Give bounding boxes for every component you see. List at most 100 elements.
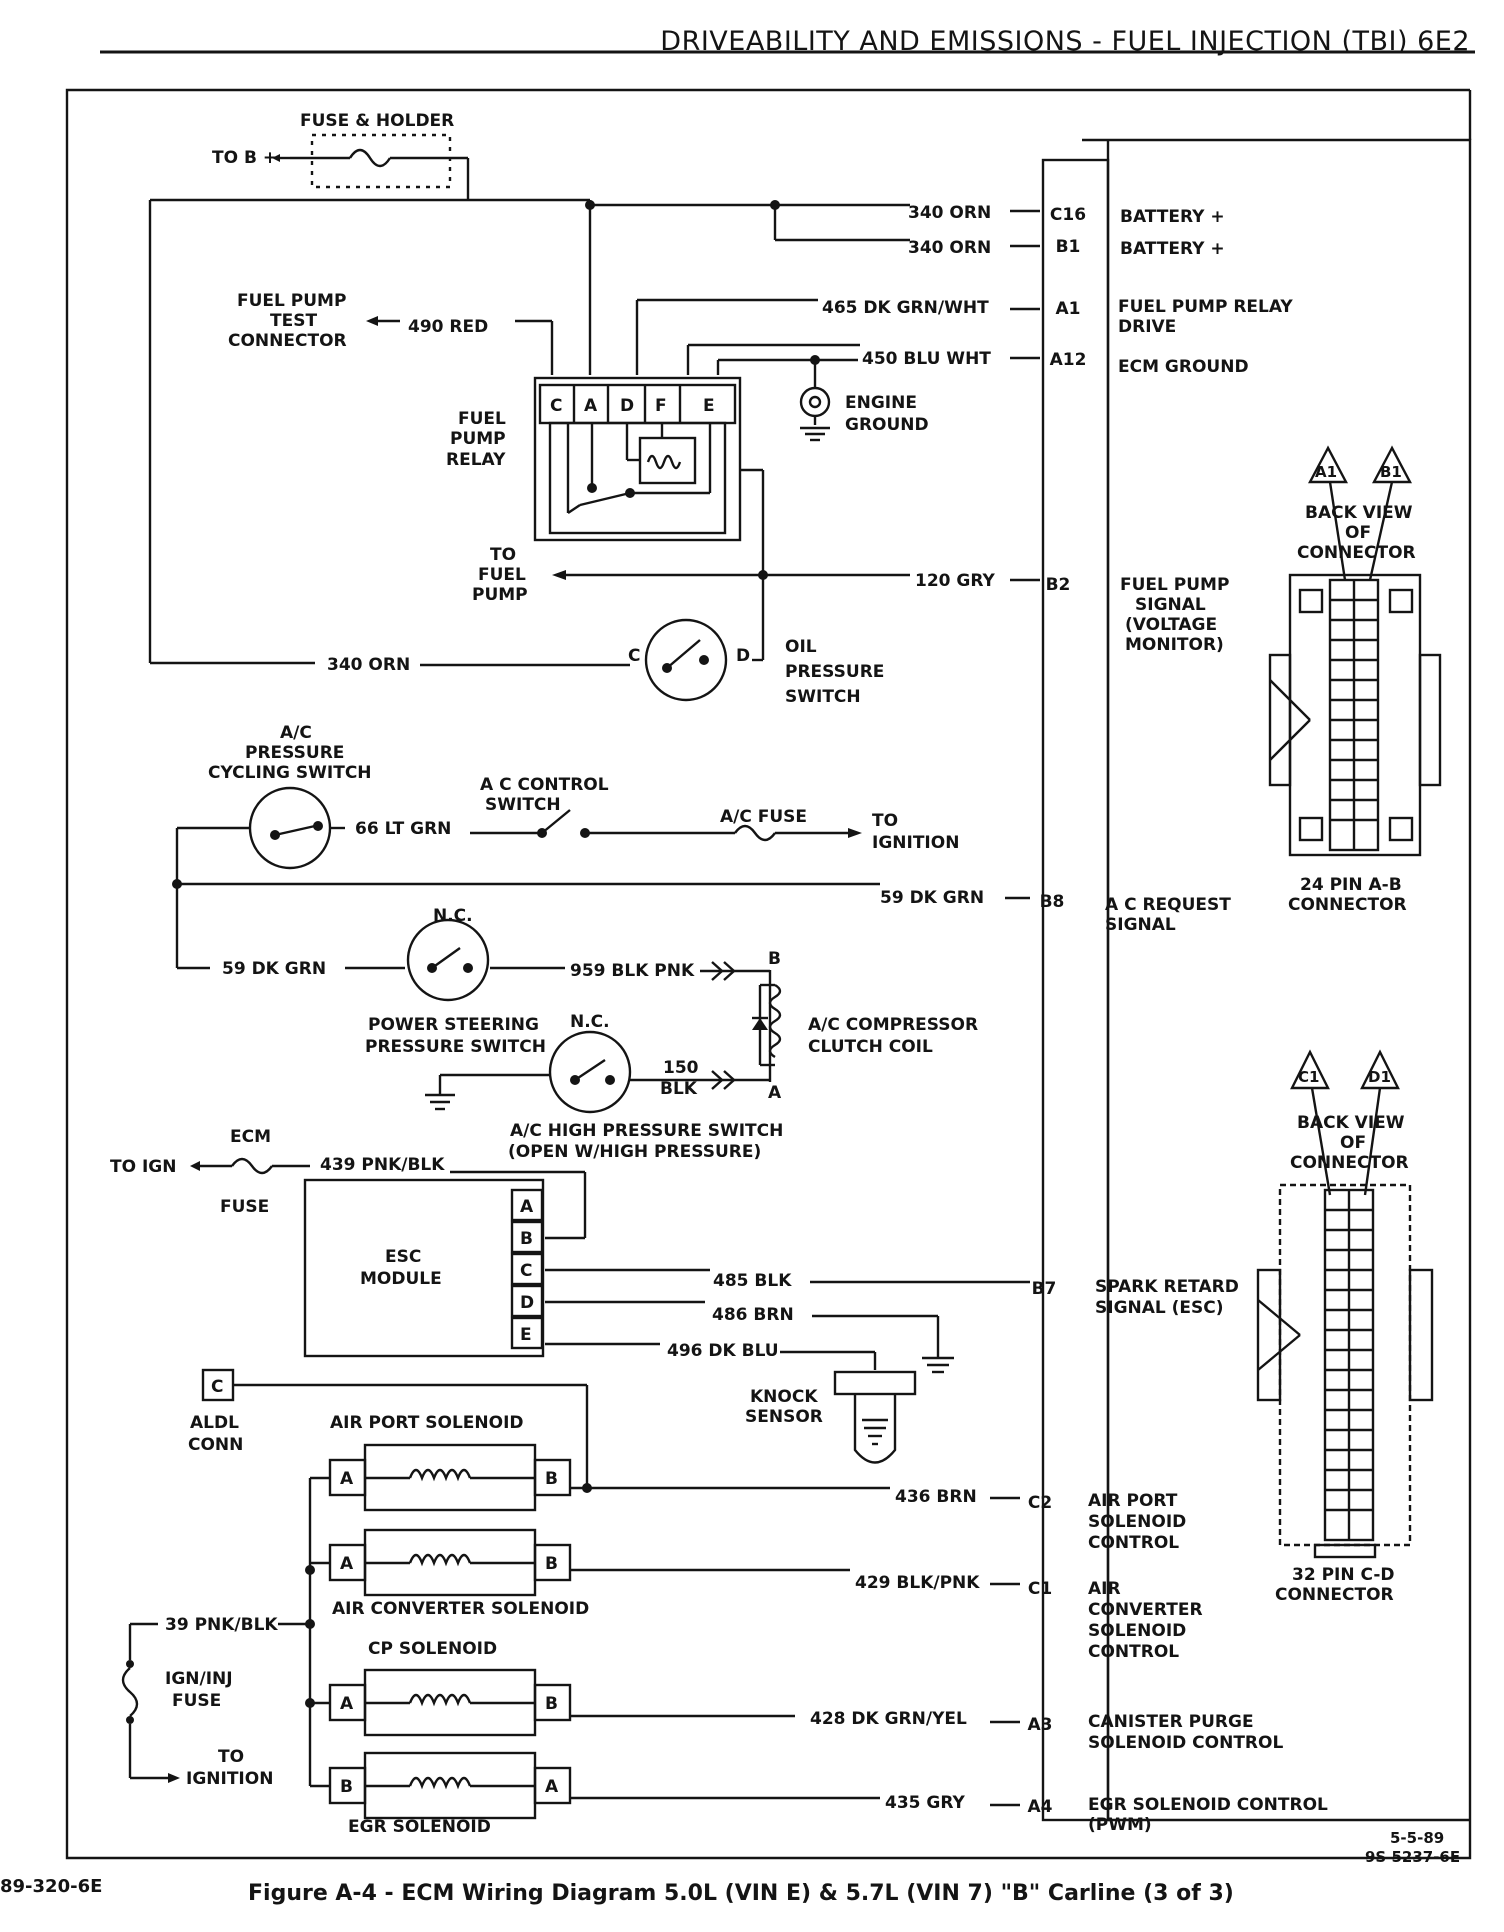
to-fuel-pump-2: FUEL <box>478 565 526 585</box>
egr-solenoid: B A EGR SOLENOID <box>328 1751 572 1837</box>
engine-ground-label-1: ENGINE <box>845 393 917 413</box>
ac-compressor-clutch: B A A/C COMPRESSOR CLUTCH COIL <box>745 949 978 1103</box>
ac-fuse-label: A/C FUSE <box>720 807 807 827</box>
connector-bottom-tri-c1: C1 <box>1298 1068 1319 1086</box>
relay-pin-c: C <box>550 396 562 416</box>
air-conv-sol-label: AIR CONVERTER SOLENOID <box>332 1599 589 1619</box>
ac-high-pressure-switch: N.C. A/C HIGH PRESSURE SWITCH (OPEN W/HI… <box>508 1012 783 1162</box>
oil-switch-label-2: PRESSURE <box>785 662 884 682</box>
ac-cycling-label-3: CYCLING SWITCH <box>208 763 372 783</box>
ps-switch-label-2: PRESSURE SWITCH <box>365 1037 546 1057</box>
connector-top-tri-b1: B1 <box>1380 463 1402 481</box>
connector-top-back-view-2: OF <box>1345 523 1371 543</box>
wire-959: 959 BLK PNK <box>570 961 695 981</box>
ac-high-label-2: (OPEN W/HIGH PRESSURE) <box>508 1142 761 1162</box>
pin-b8: B8 <box>1040 892 1065 912</box>
ecm-fuse-label-top: ECM <box>230 1127 271 1147</box>
pin-a3: A3 <box>1028 1715 1053 1735</box>
connector-bottom-back-view-2: OF <box>1340 1133 1366 1153</box>
relay-pin-d: D <box>620 396 634 416</box>
wire-490: 490 RED <box>408 317 488 337</box>
aldl-pin-c: C <box>211 1377 223 1397</box>
air-port-pin-b: B <box>545 1469 558 1489</box>
fp-test-label-2: TEST <box>270 311 317 331</box>
signal-air-port-1: AIR PORT <box>1088 1491 1178 1511</box>
wire-496: 496 DK BLU <box>667 1341 779 1361</box>
to-ign-label: TO IGN <box>110 1157 176 1177</box>
pin-c1: C1 <box>1028 1579 1052 1599</box>
to-fuel-pump-3: PUMP <box>472 585 528 605</box>
pin-a1: A1 <box>1056 299 1081 319</box>
wire-120: 120 GRY <box>915 571 996 591</box>
wire-150-blk: BLK <box>660 1079 698 1099</box>
ecm-connector-strip <box>1041 158 1110 1822</box>
compressor-pin-b: B <box>768 949 781 969</box>
wire-439: 439 PNK/BLK <box>320 1155 445 1175</box>
connector-24-pin: A1 B1 BACK VIEW OF CONNECTOR 24 PIN A-B … <box>1268 445 1442 915</box>
ac-high-label-1: A/C HIGH PRESSURE SWITCH <box>510 1121 783 1141</box>
ecm-signal-labels: BATTERY + BATTERY + FUEL PUMP RELAY DRIV… <box>1088 207 1328 1835</box>
oil-switch-pin-d: D <box>736 646 750 666</box>
figure-caption: Figure A-4 - ECM Wiring Diagram 5.0L (VI… <box>248 1881 1234 1906</box>
ac-pressure-cycling-switch: A/C PRESSURE CYCLING SWITCH <box>208 723 372 870</box>
egr-sol-label: EGR SOLENOID <box>348 1817 491 1837</box>
knock-sensor: KNOCK SENSOR <box>745 1370 917 1464</box>
signal-air-conv-3: SOLENOID <box>1088 1621 1186 1641</box>
esc-module-label-1: ESC <box>385 1247 421 1267</box>
engine-ground-label-2: GROUND <box>845 415 929 435</box>
compressor-pin-a: A <box>768 1083 782 1103</box>
ecm-pin-labels: C16 B1 A1 A12 B2 B8 B7 C2 C1 A3 A4 <box>1028 205 1087 1817</box>
air-conv-pin-b: B <box>545 1554 558 1574</box>
aldl-label-1: ALDL <box>190 1413 239 1433</box>
ps-switch-label-1: POWER STEERING <box>368 1015 539 1035</box>
relay-pin-a: A <box>584 396 598 416</box>
wire-59-b: 59 DK GRN <box>222 959 326 979</box>
air-converter-solenoid: A B AIR CONVERTER SOLENOID <box>328 1528 589 1619</box>
signal-fp-relay-2: DRIVE <box>1118 317 1176 337</box>
pin-a4: A4 <box>1028 1797 1053 1817</box>
pin-b1: B1 <box>1056 237 1081 257</box>
ecm-fuse-label-bottom: FUSE <box>220 1197 269 1217</box>
connector-bottom-back-view-3: CONNECTOR <box>1290 1153 1409 1173</box>
wire-465: 465 DK GRN/WHT <box>822 298 989 318</box>
to-fuel-pump-1: TO <box>490 545 516 565</box>
nc-label-2: N.C. <box>570 1012 610 1032</box>
knock-sensor-label-1: KNOCK <box>750 1387 818 1407</box>
fp-test-label-3: CONNECTOR <box>228 331 347 351</box>
connector-bottom-name-1: 32 PIN C-D <box>1292 1565 1395 1585</box>
egr-pin-b: B <box>340 1777 353 1797</box>
connector-bottom-back-view-1: BACK VIEW <box>1297 1113 1405 1133</box>
signal-battery-2: BATTERY + <box>1120 239 1225 259</box>
wire-436: 436 BRN <box>895 1487 977 1507</box>
to-b-plus-label: TO B + <box>212 148 277 168</box>
connector-top-name-2: CONNECTOR <box>1288 895 1407 915</box>
fp-relay-label-2: PUMP <box>450 429 506 449</box>
connector-32-pin: C1 D1 BACK VIEW OF CONNECTOR 32 PIN C-D … <box>1256 1049 1434 1605</box>
pin-c16: C16 <box>1050 205 1086 225</box>
signal-fp-signal-2: SIGNAL <box>1135 595 1206 615</box>
esc-module: ESC MODULE A B C D E <box>303 1178 545 1358</box>
egr-pin-a: A <box>545 1777 559 1797</box>
signal-air-conv-4: CONTROL <box>1088 1642 1179 1662</box>
ign-inj-fuse-label-2: FUSE <box>172 1691 221 1711</box>
signal-spark-retard-2: SIGNAL (ESC) <box>1095 1298 1224 1318</box>
connector-top-name-1: 24 PIN A-B <box>1300 875 1402 895</box>
signal-air-port-3: CONTROL <box>1088 1533 1179 1553</box>
air-port-sol-label: AIR PORT SOLENOID <box>330 1413 524 1433</box>
relay-pin-e: E <box>703 396 715 416</box>
relay-pin-f: F <box>655 396 667 416</box>
wire-340-orn-b: 340 ORN <box>908 238 991 258</box>
connector-top-tri-a1: A1 <box>1315 463 1337 481</box>
wire-340-orn-c: 340 ORN <box>327 655 410 675</box>
air-port-pin-a: A <box>340 1469 354 1489</box>
wire-66: 66 LT GRN <box>355 819 451 839</box>
pin-c2: C2 <box>1028 1493 1052 1513</box>
cp-pin-b: B <box>545 1694 558 1714</box>
wire-59-a: 59 DK GRN <box>880 888 984 908</box>
fuse-holder-label: FUSE & HOLDER <box>300 111 454 131</box>
ecm-fuse: ECM FUSE TO IGN <box>110 1127 310 1217</box>
pin-b7: B7 <box>1032 1279 1057 1299</box>
esc-pin-d: D <box>520 1293 534 1313</box>
air-port-solenoid: AIR PORT SOLENOID A B <box>328 1413 572 1512</box>
compressor-label-1: A/C COMPRESSOR <box>808 1015 978 1035</box>
